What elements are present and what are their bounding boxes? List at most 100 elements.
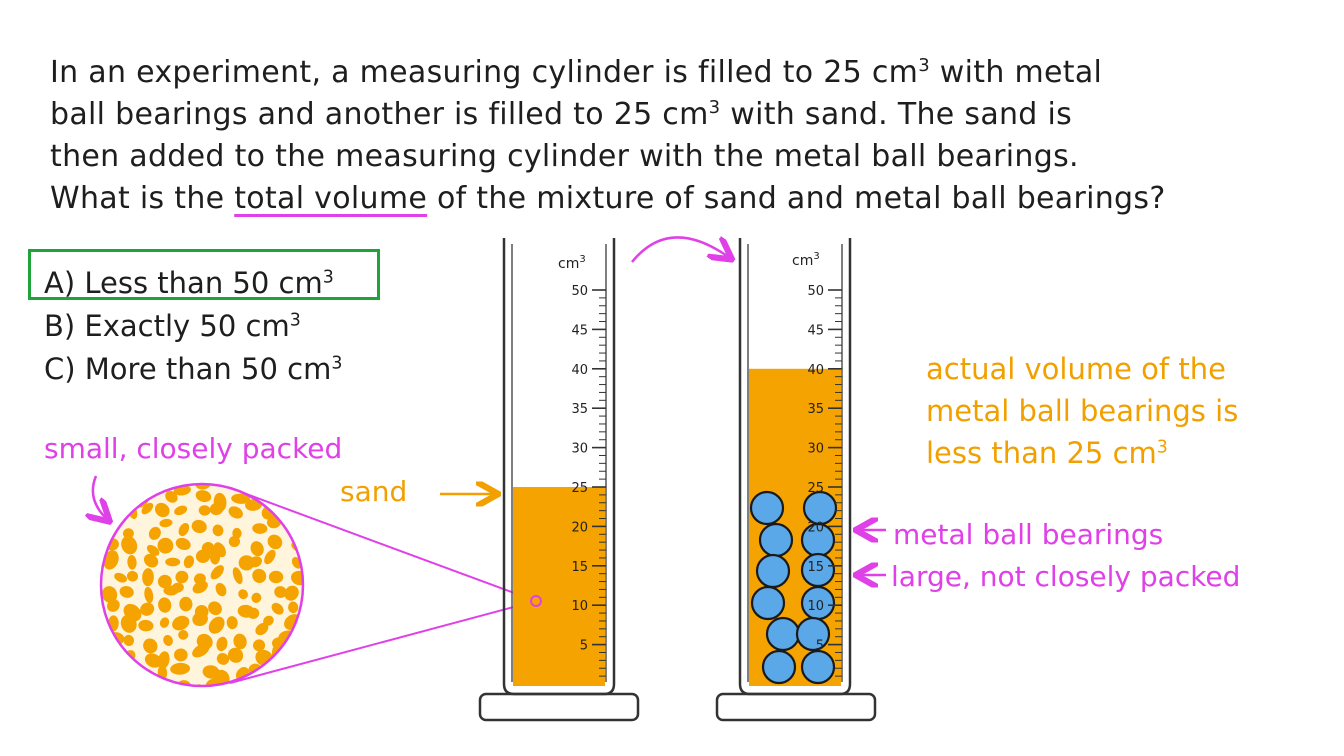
sand-grain xyxy=(264,549,276,565)
ball-bearing xyxy=(750,585,786,621)
scale-label: 10 xyxy=(571,599,588,614)
sand-grain xyxy=(238,555,255,571)
sand-grain xyxy=(228,535,241,548)
sand-grain xyxy=(210,565,224,580)
scale-label: 20 xyxy=(571,520,588,535)
option-c[interactable]: C) More than 50 cm3 xyxy=(44,352,343,386)
sand-grain xyxy=(195,484,212,490)
sand-grain xyxy=(158,597,172,613)
sand-grain xyxy=(142,568,154,587)
sand-grain xyxy=(107,599,120,612)
scale-label: 50 xyxy=(571,284,588,299)
actual-volume-note: actual volume of the metal ball bearings… xyxy=(926,352,1239,470)
sand-grain xyxy=(268,570,284,584)
sand-grain xyxy=(267,534,283,550)
correct-answer-box xyxy=(28,249,380,300)
sand-sample-point xyxy=(530,595,542,607)
scale-label: 25 xyxy=(807,481,824,496)
question-line-3: then added to the measuring cylinder wit… xyxy=(50,139,1079,174)
sand-grain xyxy=(101,652,107,667)
sand-grain xyxy=(126,570,139,582)
sand-grain xyxy=(212,524,224,537)
underlined-total-volume: total volume xyxy=(234,181,428,216)
sand-grain xyxy=(144,653,162,668)
option-a[interactable]: A) Less than 50 cm3 xyxy=(44,266,334,300)
sand-grain xyxy=(82,630,100,648)
sand-grain xyxy=(226,616,238,630)
sand-grain xyxy=(114,572,128,583)
sand-cylinder-base xyxy=(478,692,640,722)
sand-grain xyxy=(110,494,124,507)
sand-grain xyxy=(157,651,170,670)
sand-grain xyxy=(191,519,207,534)
sand-grain xyxy=(288,522,301,535)
ball-bearing xyxy=(765,616,801,652)
sand-grain xyxy=(101,667,102,682)
sand-grain xyxy=(123,484,132,489)
mixture-cylinder-unit: cm3 xyxy=(792,251,820,269)
sand-grain xyxy=(228,506,243,519)
scale-label: 10 xyxy=(807,599,824,614)
sand-grain xyxy=(159,518,173,528)
question-line-4: What is the total volume of the mixture … xyxy=(50,181,1166,216)
scale-label: 30 xyxy=(571,442,588,457)
scale-label: 25 xyxy=(571,481,588,496)
sand-grain xyxy=(146,544,160,556)
ball-bearing xyxy=(802,490,838,526)
sand-grain xyxy=(286,484,301,486)
sand-grain xyxy=(175,537,191,551)
scale-label: 15 xyxy=(807,560,824,575)
sand-grain xyxy=(274,586,287,598)
question-text: In an experiment, a measuring cylinder i… xyxy=(50,52,1300,220)
sand-grain xyxy=(283,489,302,505)
sand-grain xyxy=(119,585,134,598)
sand-grain xyxy=(192,580,208,594)
packed-arrow xyxy=(93,475,108,520)
label-large-not-closely-packed: large, not closely packed xyxy=(891,560,1241,593)
sand-grain xyxy=(109,505,123,520)
sand-grain xyxy=(183,555,195,569)
sand-grain xyxy=(157,574,172,589)
label-metal-ball-bearings: metal ball bearings xyxy=(893,518,1164,551)
sand-grain xyxy=(108,484,122,492)
sand-grain xyxy=(233,633,247,650)
sand-grain xyxy=(159,617,170,628)
sand-grain xyxy=(120,614,137,633)
sand-grain xyxy=(122,528,134,539)
sand-grain xyxy=(210,469,226,485)
sand-grain xyxy=(140,602,155,616)
sand-grain xyxy=(144,586,154,604)
pour-arrow xyxy=(631,237,730,262)
sand-grain xyxy=(172,615,190,631)
sand-grain xyxy=(192,643,210,658)
question-line-1: In an experiment, a measuring cylinder i… xyxy=(50,55,1103,90)
sand-grain xyxy=(165,490,178,503)
sand-grain xyxy=(143,553,159,568)
question-line-2: ball bearings and another is filled to 2… xyxy=(50,97,1073,132)
scale-label: 20 xyxy=(807,520,824,535)
option-b[interactable]: B) Exactly 50 cm3 xyxy=(44,309,301,343)
metal-ball-bearings xyxy=(749,490,838,685)
sand-grain xyxy=(175,570,189,584)
sand-grain xyxy=(81,675,97,692)
sand-grain xyxy=(117,680,136,686)
sand-grain xyxy=(138,619,154,632)
sand-grain xyxy=(198,505,211,516)
sand-grain xyxy=(216,653,230,665)
sand-grain xyxy=(271,602,284,615)
sand-grain xyxy=(174,505,188,516)
scale-label: 35 xyxy=(807,402,824,417)
sand-grain xyxy=(126,670,137,683)
scale-label: 45 xyxy=(807,323,824,338)
sand-grain xyxy=(170,662,191,675)
sand-grain xyxy=(192,611,208,627)
scale-label: 30 xyxy=(807,442,824,457)
sand-grain xyxy=(137,680,148,686)
sand-grain xyxy=(250,541,264,557)
mixture-cylinder-base xyxy=(715,692,877,722)
scale-label: 5 xyxy=(816,639,824,654)
